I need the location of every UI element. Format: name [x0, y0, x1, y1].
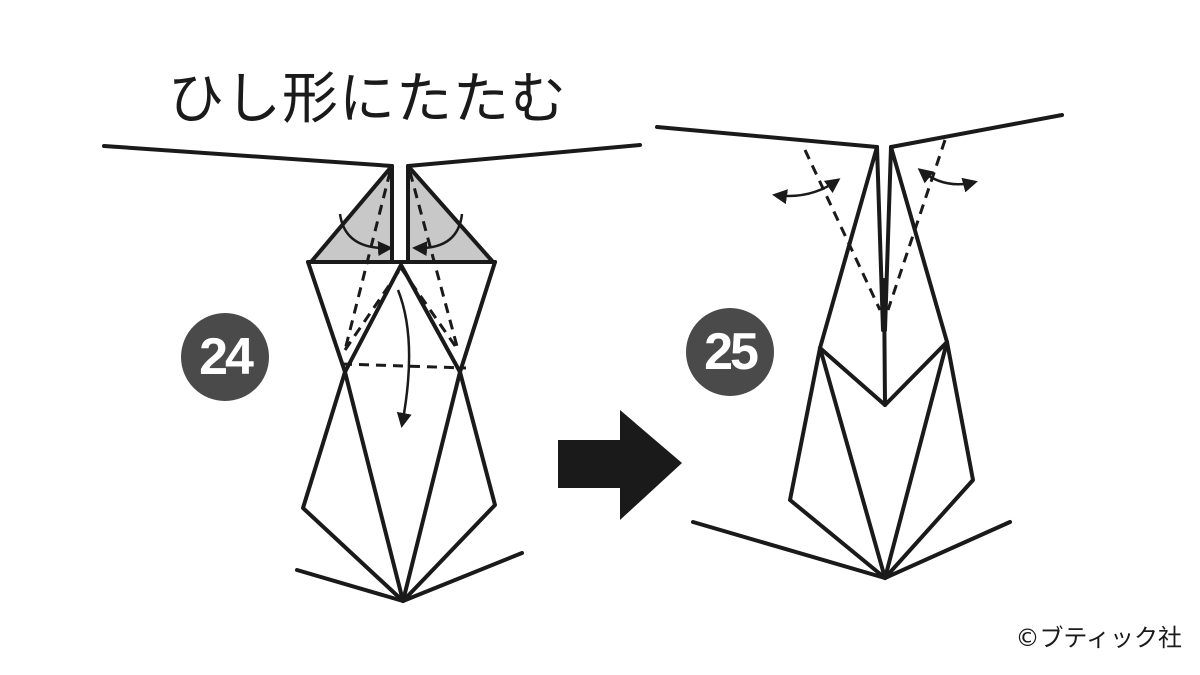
- step-24-right-upper-edge: [458, 260, 497, 374]
- step-24-tail-left: [295, 568, 405, 603]
- step-25-lower-inner-left: [818, 346, 887, 580]
- instruction-title: ひし形にたたむ: [168, 67, 567, 132]
- step-24-right-wing: [406, 143, 642, 168]
- step-25-fold-arrows: [772, 168, 978, 205]
- step-25-center-line: [882, 278, 887, 407]
- step-24-lower-inner-left: [343, 370, 405, 603]
- step-25-curved-arrow-left: [772, 178, 841, 205]
- step-24-fold-arrows: [338, 213, 464, 428]
- step-24-tail-right: [401, 551, 524, 603]
- step-24-dashed-left-diagonal: [343, 171, 392, 351]
- step-24-lower-inner-right: [401, 370, 462, 603]
- step-25-tail-right: [883, 520, 1012, 580]
- step-25-fold-guides: [803, 139, 947, 311]
- step-25-lower-outline: [788, 340, 975, 580]
- step-24-dashed-horizontal: [341, 362, 467, 370]
- step-number-badge: 25: [686, 308, 774, 396]
- step-25-left-inner-upper: [875, 145, 885, 332]
- step-25-tail-left: [691, 520, 887, 580]
- step-25-dashed-left: [803, 149, 882, 311]
- step-24-left-upper-edge: [306, 260, 347, 374]
- step-24-fold-guides: [341, 171, 467, 370]
- step-25-right-upper-edge: [889, 145, 949, 344]
- right-arrow-icon: [558, 410, 682, 520]
- step-24-inner-v: [343, 263, 462, 374]
- step-25-middle-v: [818, 340, 949, 407]
- step-24-curved-arrow-right: [412, 213, 464, 257]
- step-24-fold-down-arrow: [396, 289, 412, 428]
- step-24-lower-outline: [301, 370, 497, 603]
- step-number-badge: 24: [181, 313, 269, 401]
- step-25-curved-arrow-right: [917, 168, 978, 193]
- step-25-lower-inner-right: [883, 340, 949, 580]
- step-25-dashed-right: [886, 139, 947, 311]
- copyright-credit: ©ブティック社: [1015, 624, 1182, 652]
- step-25-left-upper-edge: [818, 145, 879, 350]
- step-25-left-wing: [655, 125, 879, 149]
- step-25-right-wing: [889, 113, 1064, 149]
- step-24-dashed-right-diagonal: [408, 171, 460, 351]
- step-24-curved-arrow-left: [338, 213, 393, 257]
- step-25-figure: [655, 113, 1064, 580]
- step-24-left-wing: [102, 144, 394, 168]
